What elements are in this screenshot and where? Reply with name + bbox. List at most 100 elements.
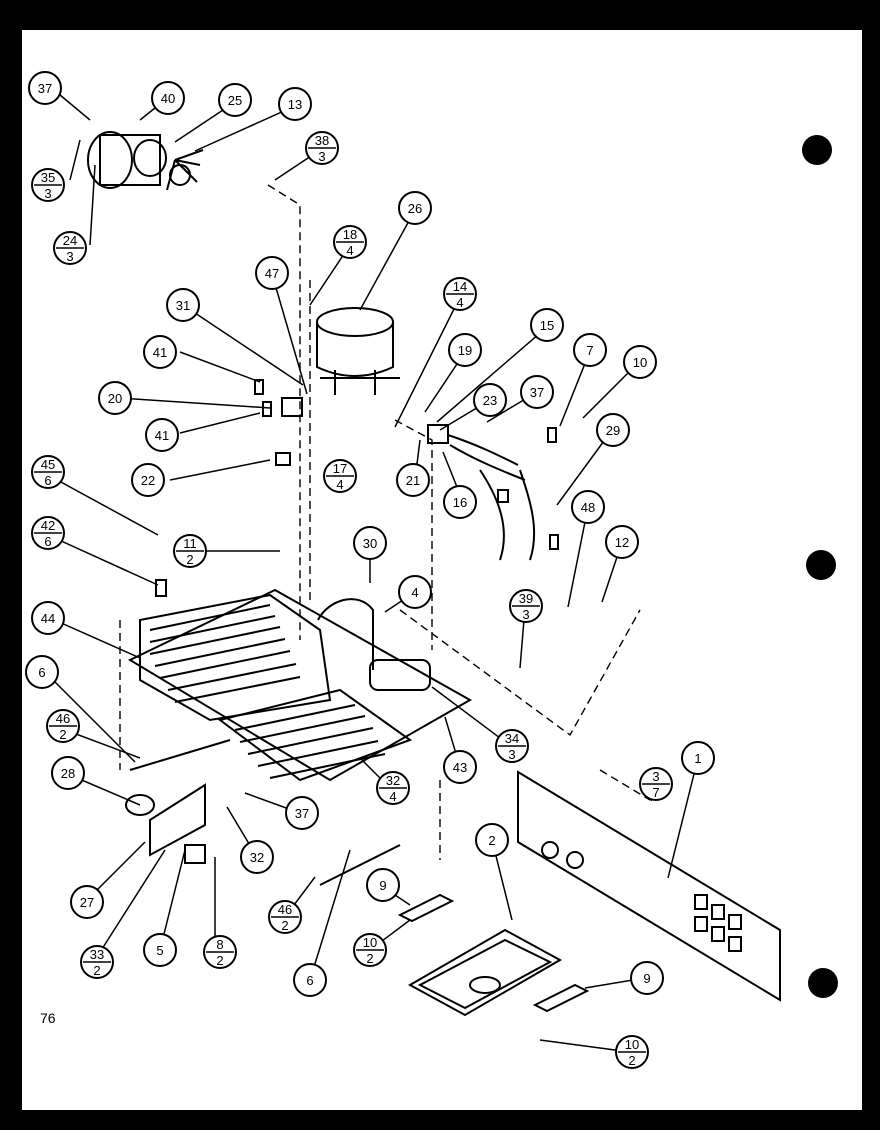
part-callout: 40 xyxy=(151,81,185,115)
callout-label: 43 xyxy=(453,760,467,775)
callout-part-number: 45 xyxy=(41,457,55,472)
part-callout: 23 xyxy=(473,383,507,417)
callout-label: 12 xyxy=(615,535,629,550)
relay-overload xyxy=(427,424,559,561)
callout-label: 23 xyxy=(483,393,497,408)
callout-label: 5 xyxy=(156,943,163,958)
condenser-base-pan xyxy=(127,588,473,782)
callout-label: 7 xyxy=(586,343,593,358)
callout-label: 32 xyxy=(250,850,264,865)
binder-hole xyxy=(808,968,838,998)
part-callout: 4 xyxy=(398,575,432,609)
part-callout: 184 xyxy=(333,225,367,259)
callout-label: 22 xyxy=(141,473,155,488)
callout-circle xyxy=(473,383,507,417)
callout-circle xyxy=(28,71,62,105)
callout-circle xyxy=(293,963,327,997)
part-callout: 43 xyxy=(443,750,477,784)
callout-label: 31 xyxy=(176,298,190,313)
callout-label: 2 xyxy=(488,833,495,848)
callout-part-number: 14 xyxy=(453,279,467,294)
callout-page-ref: 3 xyxy=(508,747,515,762)
part-callout: 144 xyxy=(443,277,477,311)
callout-circle xyxy=(681,741,715,775)
part-callout: 29 xyxy=(596,413,630,447)
mounting-brackets xyxy=(155,379,557,597)
callout-label: 6 xyxy=(306,973,313,988)
part-callout: 27 xyxy=(70,885,104,919)
callout-part-number: 17 xyxy=(333,461,347,476)
callout-label: 37 xyxy=(38,81,52,96)
part-callout: 9 xyxy=(630,961,664,995)
callout-page-ref: 2 xyxy=(628,1053,635,1068)
part-callout: 19 xyxy=(448,333,482,367)
part-callout: 353 xyxy=(31,168,65,202)
callout-part-number: 24 xyxy=(63,233,77,248)
callout-circle xyxy=(151,81,185,115)
callout-circle xyxy=(218,83,252,117)
callout-part-number: 39 xyxy=(519,591,533,606)
callout-label: 41 xyxy=(155,428,169,443)
callout-label: 30 xyxy=(363,536,377,551)
callout-part-number: 42 xyxy=(41,518,55,533)
switch-group xyxy=(125,783,206,864)
callout-label: 41 xyxy=(153,345,167,360)
callout-circle xyxy=(573,333,607,367)
callout-page-ref: 3 xyxy=(318,149,325,164)
callout-label: 44 xyxy=(41,611,55,626)
part-callout: 456 xyxy=(31,455,65,489)
callout-page-ref: 4 xyxy=(336,477,343,492)
part-callout: 41 xyxy=(145,418,179,452)
callout-circle xyxy=(398,575,432,609)
callout-label: 10 xyxy=(633,355,647,370)
callout-label: 9 xyxy=(643,971,650,986)
callout-page-ref: 2 xyxy=(59,727,66,742)
callout-page-ref: 3 xyxy=(522,607,529,622)
part-callout: 47 xyxy=(255,256,289,290)
callout-circle xyxy=(31,601,65,635)
callout-label: 20 xyxy=(108,391,122,406)
callout-page-ref: 2 xyxy=(366,951,373,966)
callout-label: 37 xyxy=(530,385,544,400)
part-callout: 343 xyxy=(495,729,529,763)
callout-label: 40 xyxy=(161,91,175,106)
callout-page-ref: 2 xyxy=(281,918,288,933)
part-callout: 41 xyxy=(143,335,177,369)
callout-circle xyxy=(131,463,165,497)
part-callout: 82 xyxy=(203,935,237,969)
callout-page-ref: 3 xyxy=(66,249,73,264)
callout-circle xyxy=(51,756,85,790)
callout-page-ref: 7 xyxy=(652,785,659,800)
callout-circle xyxy=(623,345,657,379)
callout-circle xyxy=(396,463,430,497)
callout-part-number: 35 xyxy=(41,170,55,185)
callout-part-number: 10 xyxy=(363,935,377,950)
part-callout: 13 xyxy=(278,87,312,121)
callout-circle xyxy=(98,381,132,415)
callout-page-ref: 2 xyxy=(216,953,223,968)
callout-circle xyxy=(166,288,200,322)
callout-label: 15 xyxy=(540,318,554,333)
callout-circle xyxy=(143,933,177,967)
part-callout: 37 xyxy=(285,796,319,830)
callout-label: 1 xyxy=(694,751,701,766)
callout-label: 19 xyxy=(458,343,472,358)
callout-label: 47 xyxy=(265,266,279,281)
callout-part-number: 32 xyxy=(386,773,400,788)
callout-label: 37 xyxy=(295,806,309,821)
callout-label: 16 xyxy=(453,495,467,510)
callout-part-number: 10 xyxy=(625,1037,639,1052)
callout-label: 13 xyxy=(288,97,302,112)
part-callout: 9 xyxy=(366,868,400,902)
callout-label: 28 xyxy=(61,766,75,781)
callout-label: 27 xyxy=(80,895,94,910)
part-callout: 393 xyxy=(509,589,543,623)
part-callout: 102 xyxy=(353,933,387,967)
part-callout: 243 xyxy=(53,231,87,265)
part-callout: 22 xyxy=(131,463,165,497)
callout-circle xyxy=(448,333,482,367)
callout-page-ref: 2 xyxy=(186,552,193,567)
callout-circle xyxy=(366,868,400,902)
part-callout: 6 xyxy=(293,963,327,997)
